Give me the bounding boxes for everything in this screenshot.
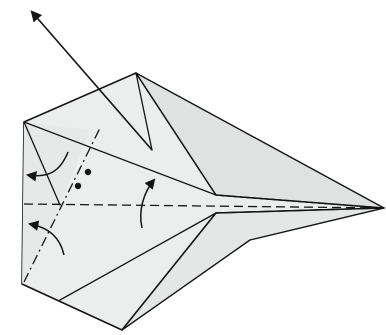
- reference-dot-upper: [85, 169, 91, 175]
- reference-dot-lower: [75, 183, 81, 189]
